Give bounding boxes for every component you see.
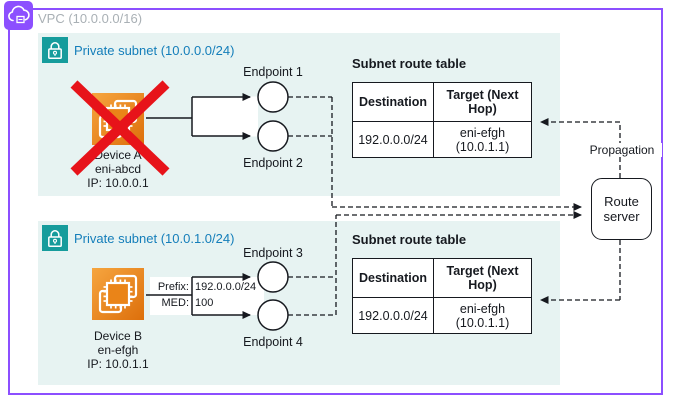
route-table-2-cell-target: eni-efgh (10.0.1.1) bbox=[455, 301, 510, 330]
endpoint-4-label: Endpoint 4 bbox=[243, 335, 303, 349]
device-b-ip: IP: 10.0.1.1 bbox=[87, 357, 149, 371]
device-b-interface: en-efgh bbox=[97, 343, 139, 357]
route-server-node: Route server bbox=[591, 178, 652, 240]
vpc-cloud-icon bbox=[4, 1, 33, 30]
lock-icon bbox=[42, 225, 68, 251]
prefix-label: Prefix: bbox=[157, 281, 189, 293]
route-table-2-header-destination: Destination bbox=[353, 259, 434, 298]
propagation-label: Propagation bbox=[582, 143, 662, 157]
route-table-1-header-destination: Destination bbox=[353, 83, 434, 122]
prefix-value: 192.0.0.0/24 bbox=[195, 281, 257, 293]
device-b-eni-icon bbox=[92, 268, 144, 320]
med-label: MED: bbox=[161, 297, 190, 309]
vpc-label: VPC (10.0.0.0/16) bbox=[38, 11, 143, 26]
route-table-1-title: Subnet route table bbox=[352, 56, 467, 71]
route-table-1-header-target: Target (Next Hop) bbox=[434, 83, 531, 122]
endpoint-1-label: Endpoint 1 bbox=[243, 65, 303, 79]
device-a-interface: eni-abcd bbox=[94, 162, 142, 176]
route-table-2: Destination Target (Next Hop) 192.0.0.0/… bbox=[352, 258, 532, 334]
route-table-2-cell-destination: 192.0.0.0/24 bbox=[353, 298, 434, 333]
device-a-name: Device A bbox=[94, 148, 142, 162]
vpc-container-border bbox=[8, 8, 663, 395]
route-table-1-cell-target: eni-efgh (10.0.1.1) bbox=[455, 125, 510, 154]
lock-icon bbox=[42, 37, 68, 63]
med-value: 100 bbox=[195, 297, 214, 309]
device-a-eni-icon bbox=[92, 93, 144, 145]
device-a-ip: IP: 10.0.0.1 bbox=[87, 176, 149, 190]
route-table-2-title: Subnet route table bbox=[352, 232, 467, 247]
route-table-2-header-target: Target (Next Hop) bbox=[434, 259, 531, 298]
endpoint-2-label: Endpoint 2 bbox=[243, 156, 303, 170]
subnet-2-label: Private subnet (10.0.1.0/24) bbox=[74, 231, 235, 246]
endpoint-3-label: Endpoint 3 bbox=[243, 246, 303, 260]
device-b-name: Device B bbox=[93, 329, 143, 343]
route-table-1: Destination Target (Next Hop) 192.0.0.0/… bbox=[352, 82, 532, 158]
subnet-1-label: Private subnet (10.0.0.0/24) bbox=[74, 43, 235, 58]
route-table-1-cell-destination: 192.0.0.0/24 bbox=[353, 122, 434, 157]
